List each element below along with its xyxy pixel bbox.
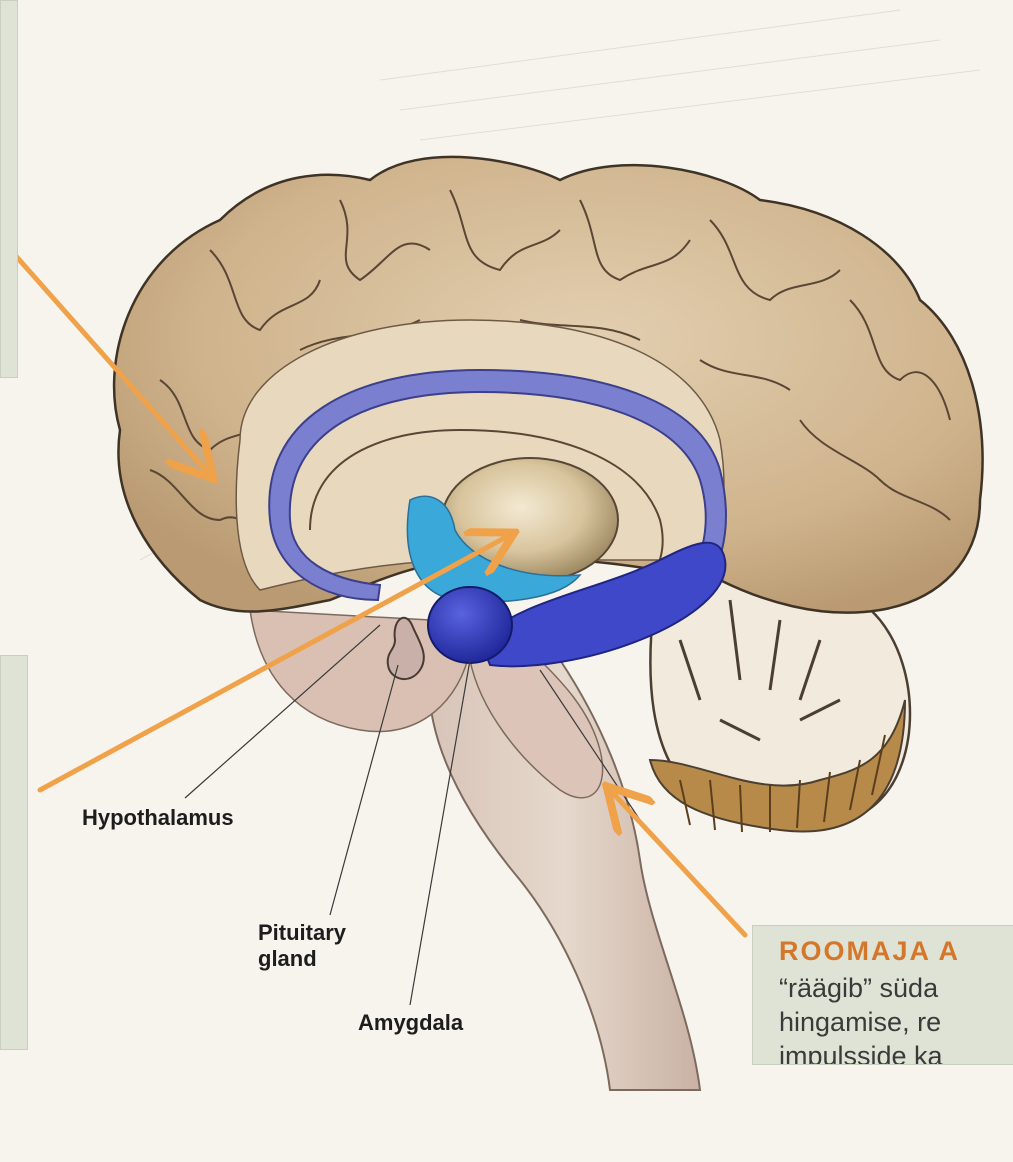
callout-box-top-left — [0, 0, 18, 378]
label-pituitary-line1: Pituitary — [258, 920, 346, 946]
label-hypothalamus: Hypothalamus — [82, 805, 234, 831]
callout-line-3: impulsside ka — [779, 1039, 1013, 1065]
callout-box-reptilian-brain: ROOMAJA A “räägib” süda hingamise, re im… — [752, 925, 1013, 1065]
label-pituitary-line2: gland — [258, 946, 346, 972]
callout-line-1: “räägib” süda — [779, 971, 1013, 1005]
callout-box-mid-left — [0, 655, 28, 1050]
amygdala — [428, 587, 512, 663]
callout-line-2: hingamise, re — [779, 1005, 1013, 1039]
label-amygdala: Amygdala — [358, 1010, 463, 1036]
label-pituitary-gland: Pituitary gland — [258, 920, 346, 972]
callout-title: ROOMAJA A — [779, 936, 1013, 967]
